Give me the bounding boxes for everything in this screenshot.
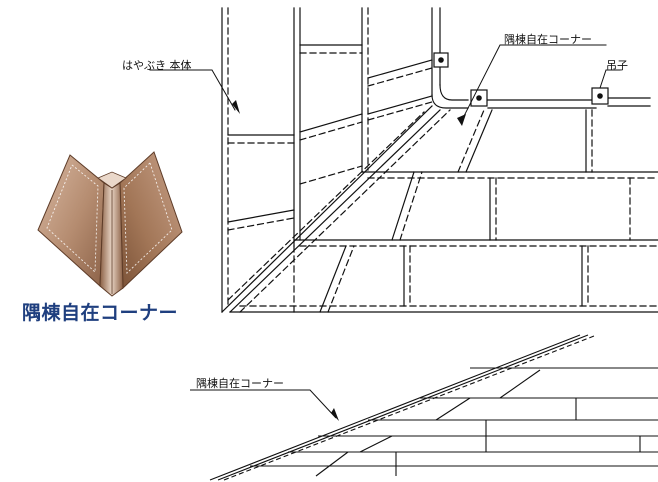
hanger-clip-1 bbox=[433, 52, 449, 68]
hanger-clip-3 bbox=[591, 87, 609, 105]
corner-piece-illustration bbox=[37, 151, 183, 297]
product-title: 隅棟自在コーナー bbox=[22, 302, 179, 324]
ridge-pipe bbox=[431, 7, 651, 109]
label-hanger: 吊子 bbox=[606, 59, 628, 72]
hip-corner-line bbox=[221, 105, 451, 313]
lower-right-panel bbox=[229, 109, 658, 313]
label-corner-top: 隅棟自在コーナー bbox=[504, 33, 592, 46]
middle-panel bbox=[299, 7, 433, 185]
roof-body-panel bbox=[221, 7, 301, 313]
label-corner-bottom: 隅棟自在コーナー bbox=[196, 377, 284, 390]
roof-plan-diagram bbox=[149, 7, 658, 313]
label-roof-body: はやぶき 本体 bbox=[122, 59, 192, 72]
leaders bbox=[149, 44, 621, 126]
